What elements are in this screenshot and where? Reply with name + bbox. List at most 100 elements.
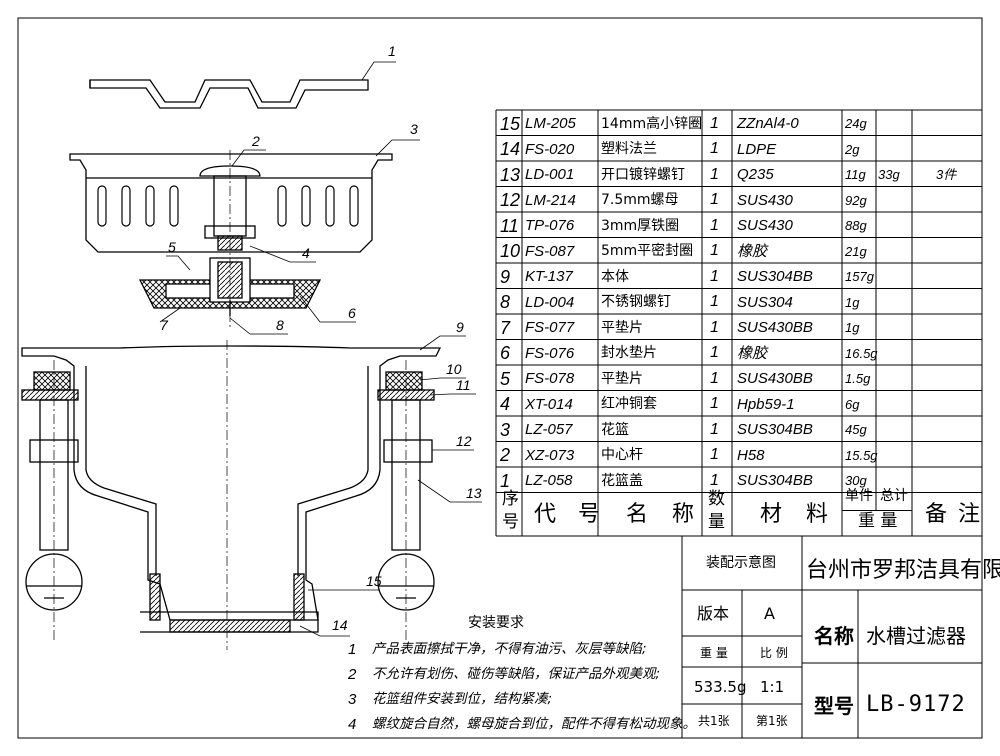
name-value: 水槽过滤器 bbox=[866, 624, 966, 648]
part-qty: 1 bbox=[710, 293, 719, 311]
part-name: 花篮 bbox=[601, 421, 629, 438]
assembly-label: 装配示意图 bbox=[706, 555, 776, 571]
weight-value: 533.5g bbox=[694, 678, 747, 696]
part-code: LM-205 bbox=[525, 115, 576, 133]
part-no: 12 bbox=[500, 190, 521, 211]
part-qty: 1 bbox=[710, 420, 719, 438]
part-code: XT-014 bbox=[525, 395, 573, 413]
part-material: SUS304 bbox=[737, 293, 793, 311]
part-code: FS-077 bbox=[525, 319, 575, 337]
note-number: 1 bbox=[348, 641, 357, 658]
balloon-11: 11 bbox=[456, 377, 471, 393]
header-name-b: 称 bbox=[672, 502, 695, 527]
part-name: 红冲铜套 bbox=[601, 396, 657, 413]
header-remark-b: 注 bbox=[958, 502, 981, 527]
part-no: 10 bbox=[500, 241, 521, 262]
part-no: 5 bbox=[500, 368, 511, 389]
part-code: TP-076 bbox=[525, 217, 575, 235]
note-text: 产品表面擦拭干净，不得有油污、灰层等缺陷; bbox=[372, 641, 647, 657]
part-unit-weight: 88g bbox=[845, 218, 867, 234]
part-unit-weight: 21g bbox=[845, 243, 867, 259]
parts-table-grid bbox=[495, 109, 983, 537]
header-code-b: 号 bbox=[578, 502, 601, 527]
balloon-5: 5 bbox=[168, 239, 176, 255]
part-qty: 1 bbox=[710, 471, 719, 489]
balloon-13: 13 bbox=[466, 485, 482, 501]
part-code: LD-001 bbox=[525, 166, 575, 184]
part-qty: 1 bbox=[710, 395, 719, 413]
part-code: LD-004 bbox=[525, 293, 575, 311]
part-name: 不锈钢螺钉 bbox=[601, 294, 671, 311]
header-name-a: 名 bbox=[626, 502, 649, 527]
header-total: 总计 bbox=[880, 488, 908, 504]
part-name: 塑料法兰 bbox=[601, 141, 657, 158]
part-code: LM-214 bbox=[525, 191, 576, 209]
sheets-total: 共1张 bbox=[698, 714, 730, 728]
part-unit-weight: 16.5g bbox=[845, 345, 878, 361]
part-no: 4 bbox=[500, 394, 511, 415]
part-name: 中心杆 bbox=[601, 447, 643, 464]
name-label: 名称 bbox=[814, 624, 854, 648]
part-material: SUS430 bbox=[737, 217, 793, 235]
basket bbox=[69, 153, 393, 253]
part-no: 9 bbox=[500, 266, 511, 287]
part-code: FS-087 bbox=[525, 242, 575, 260]
part-unit-weight: 45g bbox=[845, 422, 867, 438]
part-code: FS-076 bbox=[525, 344, 575, 362]
part-unit-weight: 92g bbox=[845, 192, 867, 208]
balloon-9: 9 bbox=[456, 319, 464, 335]
part-no: 1 bbox=[500, 470, 511, 491]
part-material: Hpb59-1 bbox=[737, 395, 795, 413]
header-no-a: 序 bbox=[502, 489, 519, 509]
part-unit-weight: 30g bbox=[845, 473, 867, 489]
part-unit-weight: 1g bbox=[845, 294, 860, 310]
header-code-a: 代 bbox=[534, 502, 557, 527]
part-material: Q235 bbox=[737, 166, 774, 184]
part-name: 平垫片 bbox=[601, 319, 643, 336]
balloon-4: 4 bbox=[302, 245, 310, 261]
part-qty: 1 bbox=[710, 369, 719, 387]
part-code: FS-020 bbox=[525, 140, 575, 158]
part-total-weight: 33g bbox=[878, 167, 900, 183]
part-qty: 1 bbox=[710, 318, 719, 336]
header-weight: 重 量 bbox=[858, 511, 898, 531]
part-no: 6 bbox=[500, 343, 511, 364]
part-material: SUS304BB bbox=[737, 472, 813, 490]
part-qty: 1 bbox=[710, 344, 719, 362]
part-qty: 1 bbox=[710, 446, 719, 464]
part-unit-weight: 11g bbox=[845, 167, 866, 183]
part-code: LZ-058 bbox=[525, 472, 573, 490]
part-unit-weight: 1g bbox=[845, 320, 860, 336]
part-no: 2 bbox=[500, 445, 511, 466]
balloon-6: 6 bbox=[348, 305, 356, 321]
balloon-7: 7 bbox=[160, 317, 169, 333]
part-unit-weight: 6g bbox=[845, 396, 860, 412]
part-name: 开口镀锌螺钉 bbox=[601, 166, 685, 183]
part-code: LZ-057 bbox=[525, 421, 573, 439]
header-remark-a: 备 bbox=[925, 502, 948, 527]
part-name: 花篮盖 bbox=[601, 472, 643, 489]
company-name: 台州市罗邦洁具有限公司 bbox=[806, 558, 1000, 583]
part-material: 橡胶 bbox=[737, 344, 768, 362]
balloon-2: 2 bbox=[251, 133, 260, 149]
left-clamp bbox=[21, 371, 83, 611]
header-no-b: 号 bbox=[502, 512, 519, 532]
model-value: LB-9172 bbox=[866, 692, 966, 717]
part-code: XZ-073 bbox=[525, 446, 575, 464]
note-number: 2 bbox=[348, 666, 357, 683]
sink-body bbox=[21, 345, 442, 633]
basket-cover bbox=[89, 79, 369, 109]
part-name: 3mm厚铁圈 bbox=[601, 217, 680, 234]
part-no: 15 bbox=[500, 113, 521, 134]
note-text: 螺纹旋合自然，螺母旋合到位，配件不得有松动现象。 bbox=[372, 716, 696, 732]
part-name: 平垫片 bbox=[601, 370, 643, 387]
balloon-14: 14 bbox=[332, 617, 348, 633]
part-no: 13 bbox=[500, 164, 521, 185]
part-material: SUS430 bbox=[737, 191, 793, 209]
balloon-3: 3 bbox=[410, 121, 418, 137]
part-material: H58 bbox=[737, 446, 765, 464]
part-material: ZZnAl4-0 bbox=[737, 115, 799, 133]
part-qty: 1 bbox=[710, 191, 719, 209]
